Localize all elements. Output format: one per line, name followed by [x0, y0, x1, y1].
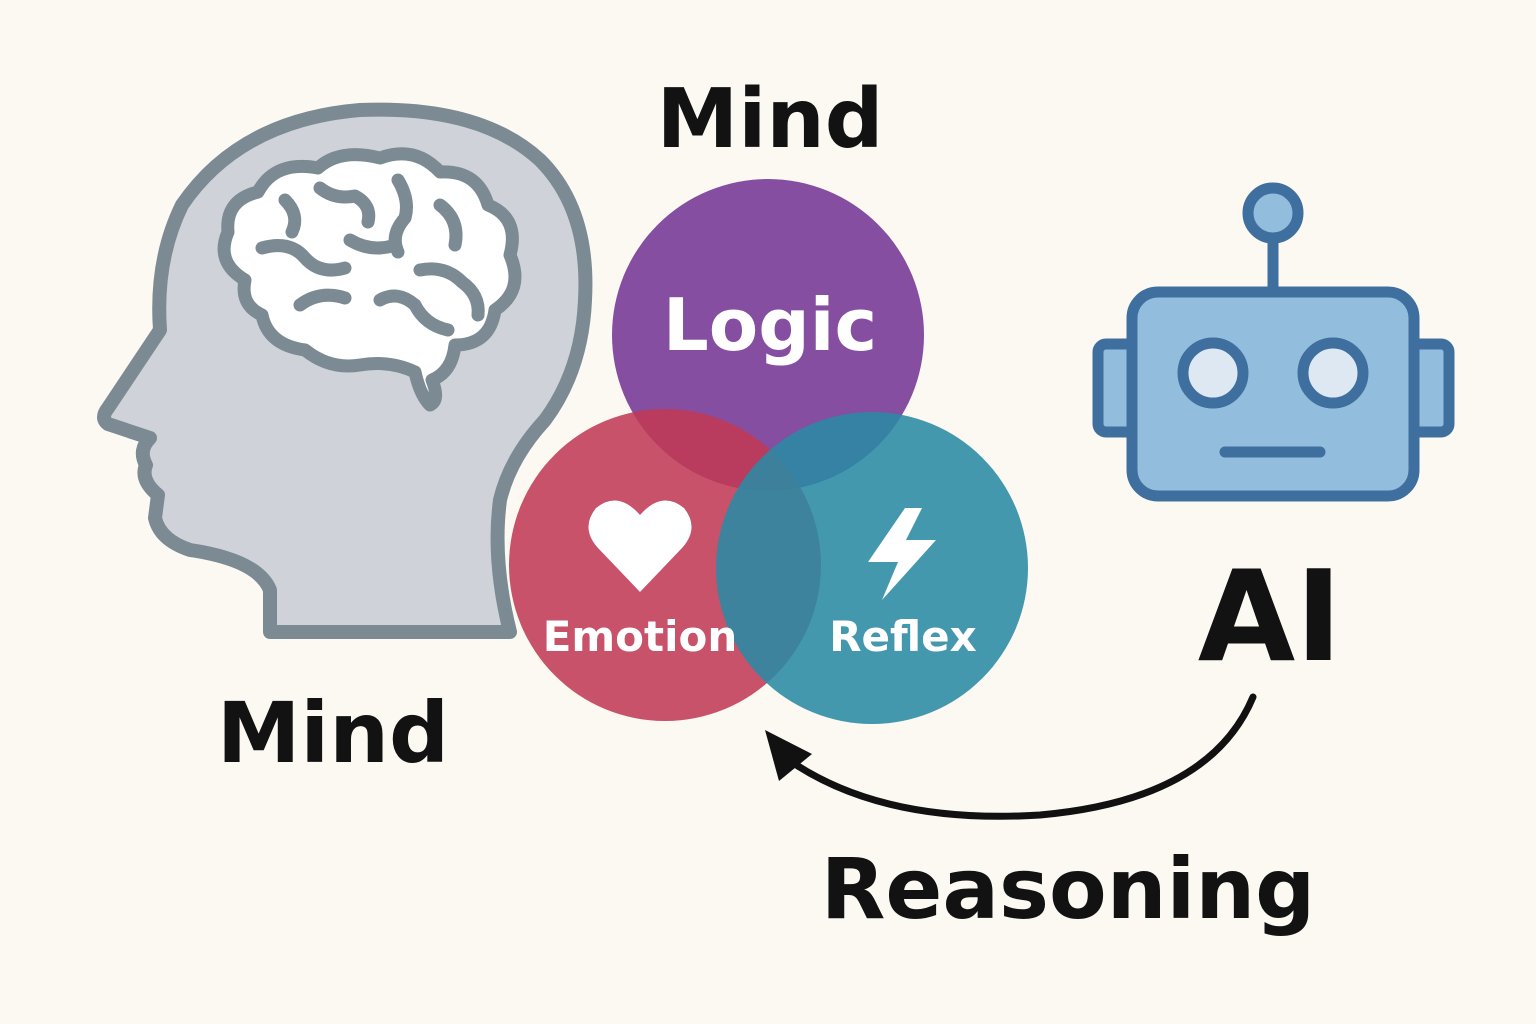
reasoning-label: Reasoning	[821, 840, 1316, 938]
brain-fold-7	[413, 262, 485, 322]
heart-icon	[588, 500, 692, 592]
brain-fold-6	[343, 233, 399, 255]
brain-fold-8	[293, 288, 352, 312]
robot-icon	[1092, 182, 1455, 502]
robot-right-eye	[1297, 337, 1369, 409]
brain-fold-1	[278, 193, 302, 239]
reflex-circle	[716, 412, 1028, 724]
bottom-mind-label: Mind	[217, 684, 449, 782]
top-mind-label: Mind	[657, 72, 884, 167]
lightning-bolt-icon	[868, 508, 936, 600]
brain-fold-9	[373, 289, 455, 337]
robot-left-eye	[1177, 337, 1249, 409]
logic-label: Logic	[663, 283, 877, 367]
reflex-label: Reflex	[829, 612, 977, 661]
arrowhead	[765, 730, 812, 781]
robot-head	[1126, 286, 1420, 502]
robot-antenna-ball	[1242, 182, 1304, 244]
brain-fold-4	[433, 198, 463, 252]
brain-fold-5	[255, 239, 352, 277]
emotion-label: Emotion	[543, 612, 738, 661]
brain-fold-2	[313, 181, 376, 229]
arrow-curve	[782, 693, 1257, 820]
ai-label: AI	[1198, 543, 1342, 690]
curved-arrow-icon	[765, 693, 1257, 820]
brain-icon	[217, 147, 522, 412]
